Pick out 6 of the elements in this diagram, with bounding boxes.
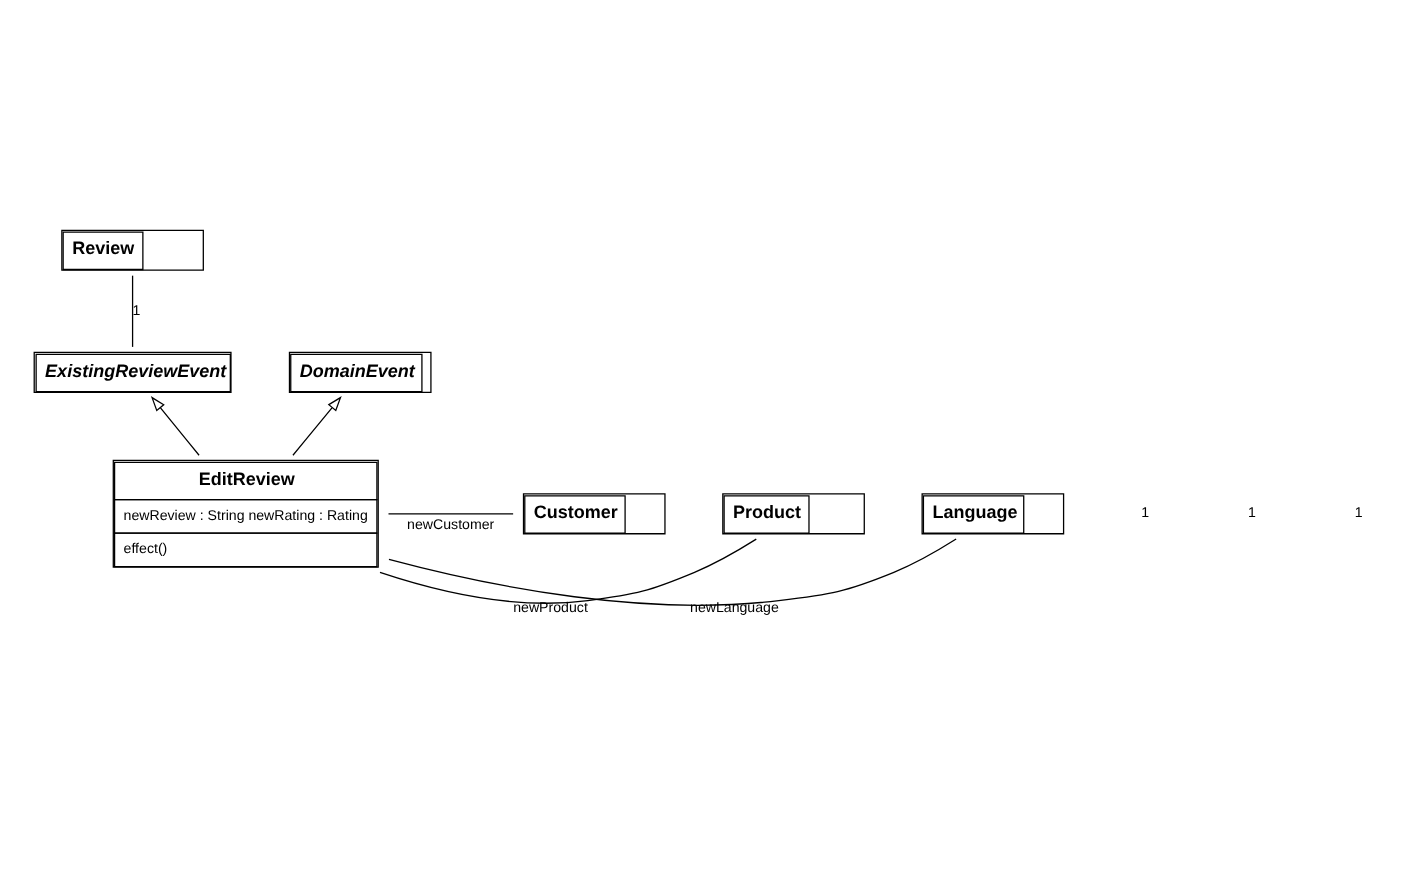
arrow	[150, 396, 200, 456]
connector	[388, 538, 957, 606]
connector	[379, 538, 757, 604]
connector	[131, 275, 134, 348]
arrow	[292, 396, 342, 456]
connector	[387, 513, 514, 515]
